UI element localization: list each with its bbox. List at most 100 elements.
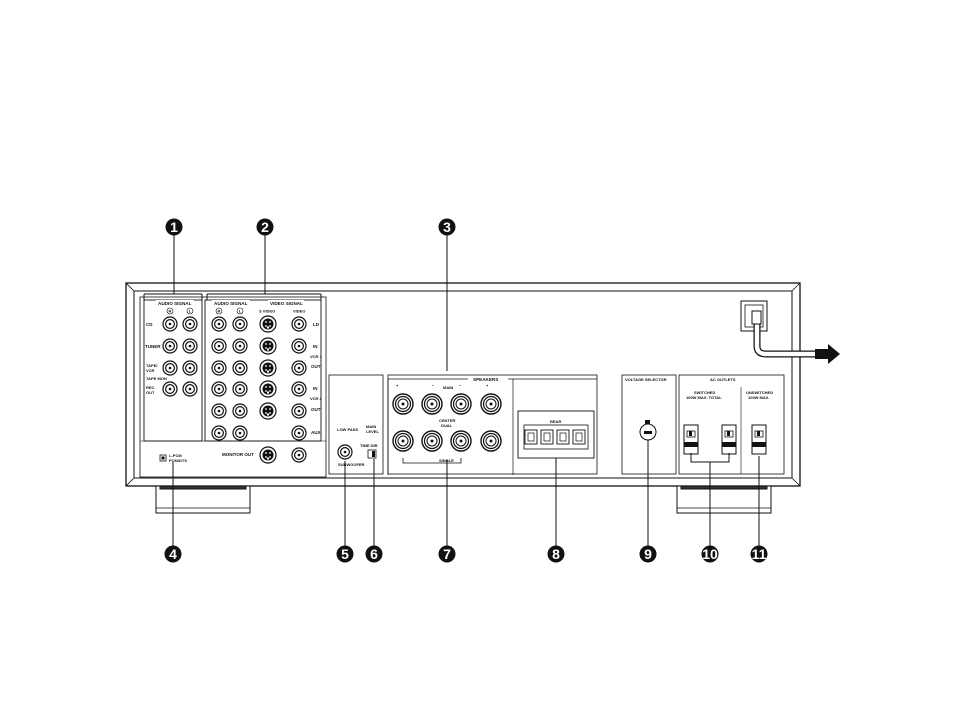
switched-outlet-2[interactable] (721, 424, 737, 455)
callout-2: 2 (256, 218, 274, 236)
callout-3: 3 (438, 218, 456, 236)
center-binding-post-1[interactable] (421, 430, 443, 452)
label-rear: REAR (550, 419, 561, 424)
label-monitor-out: MONITOR OUT (222, 452, 254, 457)
rca-jack-av-l-4[interactable] (232, 403, 248, 419)
callout-9: 9 (639, 545, 657, 563)
rear-terminal-1[interactable] (540, 429, 554, 445)
callout-5: 5 (336, 545, 354, 563)
callout-11: 11 (750, 545, 768, 563)
rear-terminal-0[interactable] (524, 429, 538, 445)
center-binding-post-2[interactable] (450, 430, 472, 452)
rca-jack-l-1[interactable] (182, 338, 198, 354)
callout-6: 6 (365, 545, 383, 563)
callout-7: 7 (438, 545, 456, 563)
rca-jack-av-l-0[interactable] (232, 316, 248, 332)
subwoofer-section: LOW PASS SUBWOOFER MAIN LEVEL TIME DIR (328, 374, 384, 475)
main-binding-post-0[interactable] (392, 393, 414, 415)
rca-jack-av-r-4[interactable] (211, 403, 227, 419)
rca-jack-l-3[interactable] (182, 381, 198, 397)
rca-jack-video-5[interactable] (291, 425, 307, 441)
rca-jack-r-2[interactable] (162, 360, 178, 376)
callout-number-11: 11 (752, 546, 767, 562)
rca-jack-av-r-1[interactable] (211, 338, 227, 354)
callout-number-9: 9 (644, 546, 652, 562)
rca-jack-l-0[interactable] (182, 316, 198, 332)
ch-r-label-1: R (169, 309, 172, 314)
label-center: CENTER (439, 418, 456, 423)
right-foot (676, 485, 772, 514)
s-video-jack-4[interactable] (259, 402, 277, 420)
speakers-section: SPEAKERS MAIN + + − − CENTER DUAL SINGLE… (387, 374, 598, 475)
label-out-2: OUT (311, 407, 321, 412)
label-unswitched: UNSWITCHED (746, 390, 773, 395)
center-binding-post-0[interactable] (392, 430, 414, 452)
power-cord (740, 300, 840, 364)
rca-jack-r-1[interactable] (162, 338, 178, 354)
center-binding-post-3[interactable] (480, 430, 502, 452)
label-out: OUT (146, 390, 155, 395)
label-tape-mon: TAPE MON (146, 376, 167, 381)
label-main-plus-1: + (396, 383, 399, 388)
s-video-jack-1[interactable] (259, 337, 277, 355)
rear-terminal-3[interactable] (572, 429, 586, 445)
leader-lines (143, 235, 760, 546)
rca-jack-l-2[interactable] (182, 360, 198, 376)
label-speakers: SPEAKERS (473, 377, 498, 382)
rca-jack-video-1[interactable] (291, 338, 307, 354)
rca-jack-av-r-3[interactable] (211, 381, 227, 397)
s-video-jack-3[interactable] (259, 380, 277, 398)
label-in-1: IN (313, 344, 318, 349)
main-binding-post-1[interactable] (421, 393, 443, 415)
rca-jack-av-r-5[interactable] (211, 425, 227, 441)
switched-outlet-1[interactable] (683, 424, 699, 455)
main-binding-post-3[interactable] (480, 393, 502, 415)
input-jack-section: AUDIO SIGNAL AUDIO SIGNAL VIDEO SIGNAL R… (139, 296, 353, 478)
callout-number-8: 8 (552, 546, 560, 562)
ac-outlets-section: AC OUTLETS SWITCHED 100W MAX. TOTAL UNSW… (678, 374, 785, 475)
rca-jack-av-l-2[interactable] (232, 360, 248, 376)
callout-8: 8 (547, 545, 565, 563)
subwoofer-jack[interactable] (337, 444, 353, 460)
rca-jack-video-3[interactable] (291, 381, 307, 397)
ch-l-label-1: L (189, 309, 192, 314)
callout-4: 4 (164, 545, 182, 563)
label-main-level-1: MAIN (366, 424, 376, 429)
s-video-jack-0[interactable] (259, 315, 277, 333)
rca-jack-video-4[interactable] (291, 403, 307, 419)
rca-jack-r-0[interactable] (162, 316, 178, 332)
label-main-minus-1: − (432, 383, 435, 388)
label-ac-outlets: AC OUTLETS (710, 377, 736, 382)
rear-terminal-2[interactable] (556, 429, 570, 445)
video-header: VIDEO (293, 309, 305, 314)
label-lpcm: L-PCM (169, 453, 182, 458)
label-main: MAIN (443, 385, 453, 390)
label-switched-rating: 100W MAX. TOTAL (686, 395, 722, 400)
label-dual: DUAL (441, 423, 453, 428)
rca-jack-av-r-0[interactable] (211, 316, 227, 332)
audio-signal-header-2: AUDIO SIGNAL (214, 301, 248, 306)
label-time-dir: TIME DIR (360, 443, 378, 448)
rca-jack-av-l-5[interactable] (232, 425, 248, 441)
rca-jack-av-l-1[interactable] (232, 338, 248, 354)
rca-jack-video-0[interactable] (291, 316, 307, 332)
main-binding-post-2[interactable] (450, 393, 472, 415)
callout-number-2: 2 (261, 219, 269, 235)
rca-jack-monitor-out-video[interactable] (291, 447, 307, 463)
rca-jack-r-3[interactable] (162, 381, 178, 397)
s-video-monitor-out-jack[interactable] (259, 446, 277, 464)
cord-arrow-icon (815, 344, 840, 364)
unswitched-outlet[interactable] (751, 424, 767, 455)
rca-jack-grid (162, 315, 353, 464)
rca-jack-av-l-3[interactable] (232, 381, 248, 397)
rca-jack-video-2[interactable] (291, 360, 307, 376)
rca-jack-av-r-2[interactable] (211, 360, 227, 376)
label-unswitched-rating: 100W MAX. (748, 395, 770, 400)
label-voltage-selector: VOLTAGE SELECTOR (625, 377, 667, 382)
s-video-jack-2[interactable] (259, 359, 277, 377)
label-aux: AUX (311, 430, 321, 435)
chassis (125, 282, 801, 487)
callout-number-6: 6 (370, 546, 378, 562)
